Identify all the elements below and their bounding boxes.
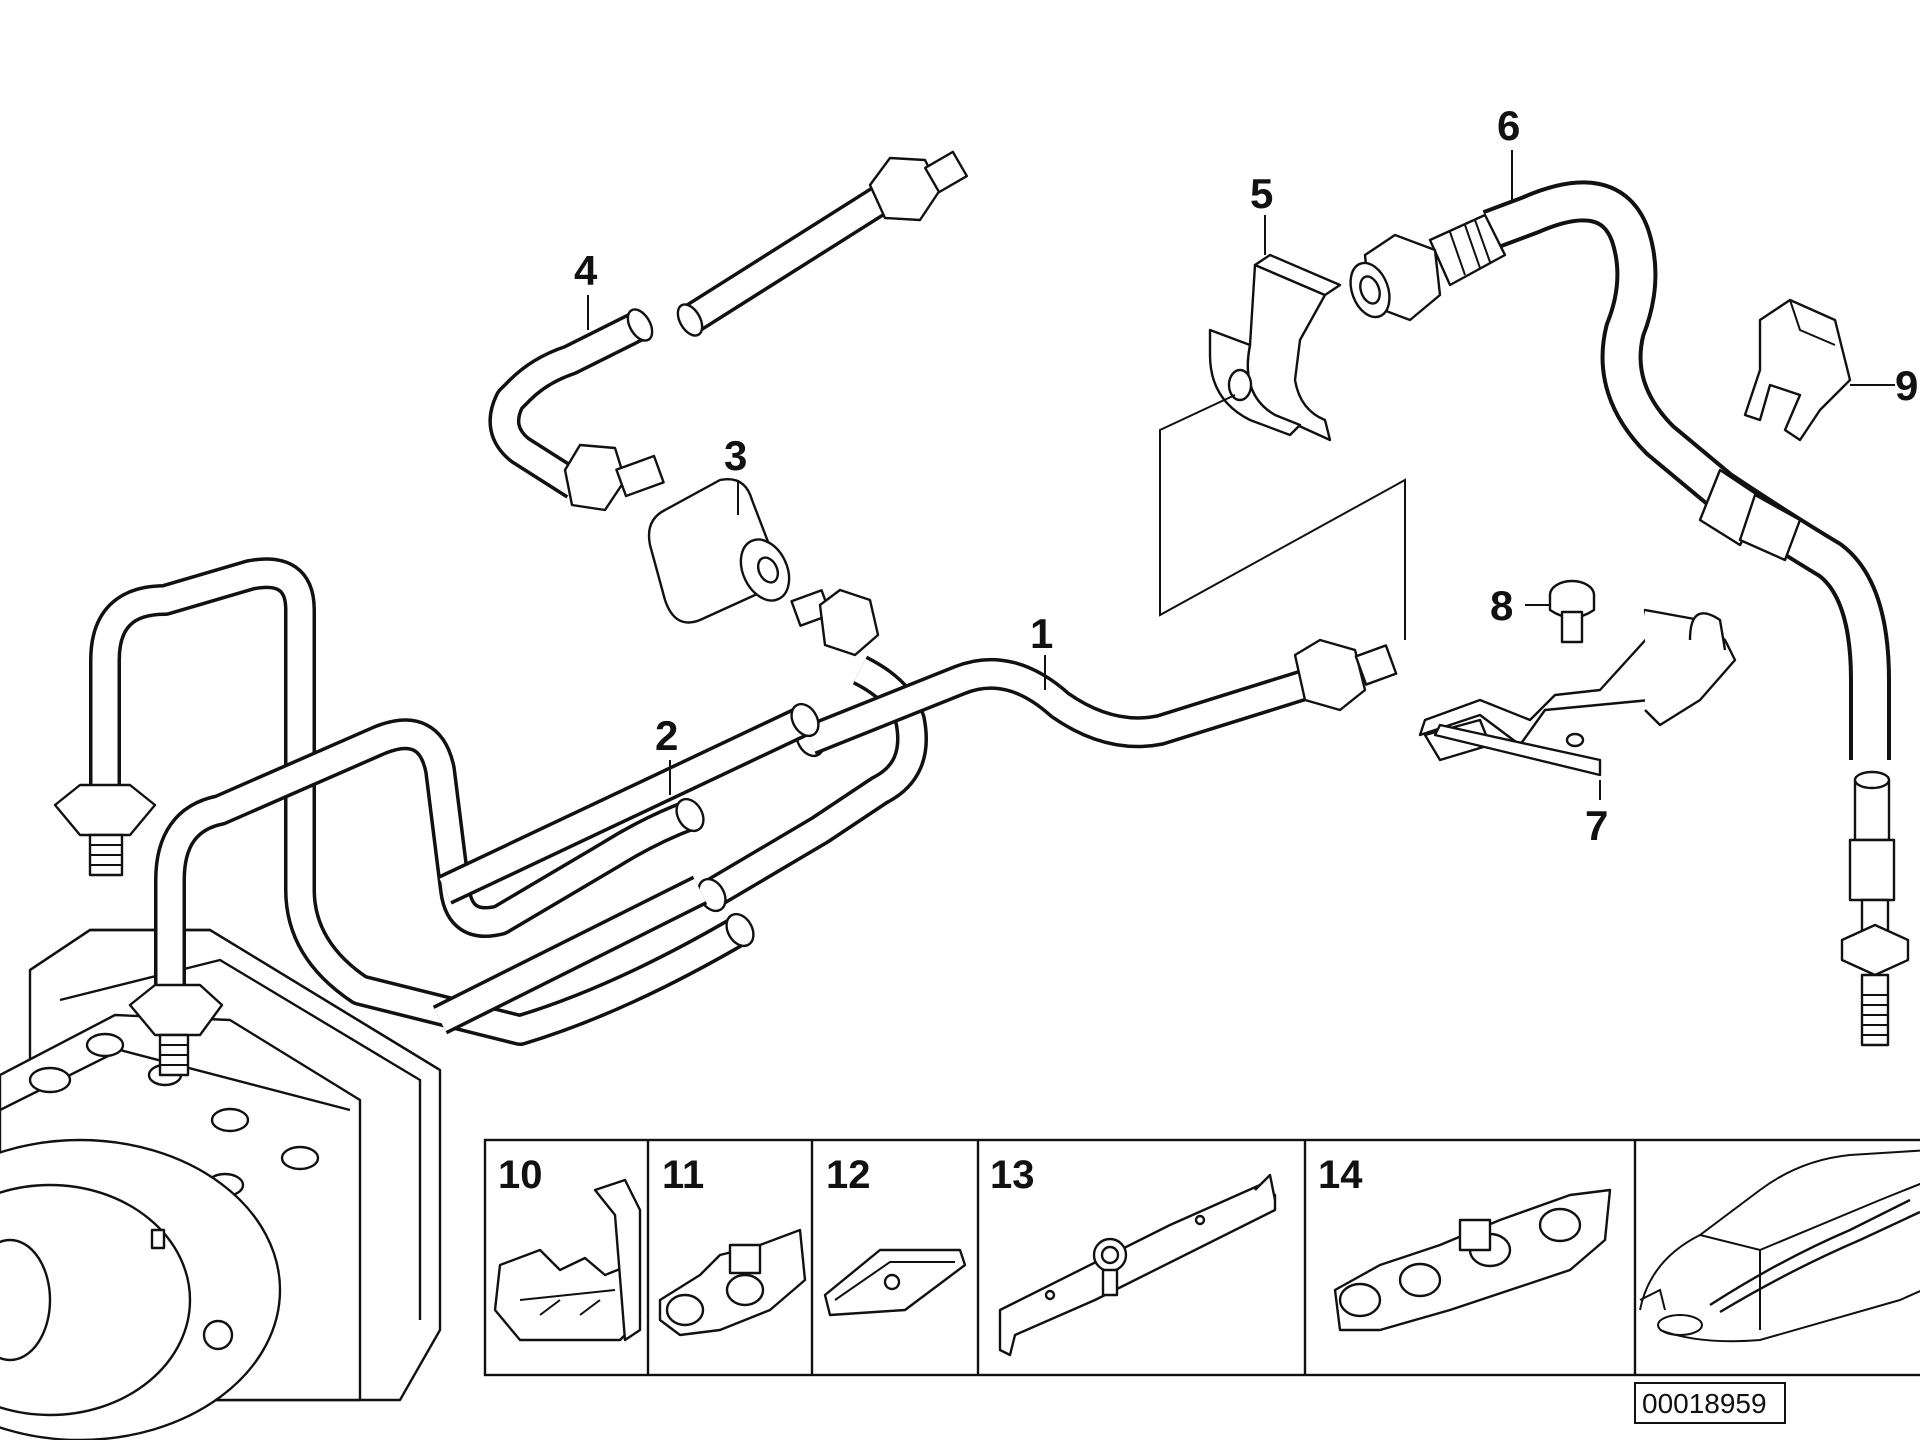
vehicle-location-view [1639, 1149, 1920, 1343]
callout-4: 4 [574, 247, 598, 294]
panel-10: 10 [493, 1153, 642, 1342]
callout-8: 8 [1490, 582, 1513, 629]
reference-number: 00018959 [1642, 1388, 1767, 1419]
mounting-bracket [998, 1183, 1277, 1357]
pipe-1-end-nut [1293, 638, 1398, 712]
callout-3: 3 [724, 432, 747, 479]
pipe-nut-lower [128, 983, 224, 1077]
brake-pipe-1 [154, 657, 1325, 1010]
panel-11-label: 11 [662, 1153, 704, 1197]
bracket-7 [1418, 608, 1737, 777]
brake-hose-6 [1349, 180, 1910, 1047]
bracket-5 [1159, 253, 1406, 640]
bolt-8 [1548, 579, 1596, 644]
leader-lines [587, 150, 1895, 800]
panel-12: 12 [823, 1153, 967, 1317]
reference-number-box: 00018959 [1634, 1382, 1786, 1424]
panel-14-label: 14 [1318, 1153, 1363, 1197]
callout-1: 1 [1030, 610, 1053, 657]
panel-14: 14 [1318, 1153, 1612, 1332]
detail-panel-strip [483, 1138, 1920, 1377]
panel-13: 13 [990, 1153, 1277, 1357]
callout-7: 7 [1585, 802, 1608, 849]
pipe-nut-left [53, 783, 157, 877]
callout-2: 2 [655, 712, 678, 759]
callout-9: 9 [1895, 362, 1918, 409]
clip-9 [1743, 298, 1852, 442]
callout-6: 6 [1497, 102, 1520, 149]
brake-pipe-4 [488, 150, 969, 512]
abs-hydraulic-unit [0, 928, 442, 1440]
pipe-union-3 [647, 478, 880, 657]
brake-pipe-2-lower [432, 702, 820, 1035]
callout-5: 5 [1250, 170, 1273, 217]
panel-12-label: 12 [826, 1153, 871, 1197]
panel-13-label: 13 [990, 1153, 1035, 1197]
panel-10-label: 10 [498, 1153, 543, 1197]
brake-pipe-2 [89, 557, 928, 1046]
panel-11: 11 [658, 1153, 807, 1337]
